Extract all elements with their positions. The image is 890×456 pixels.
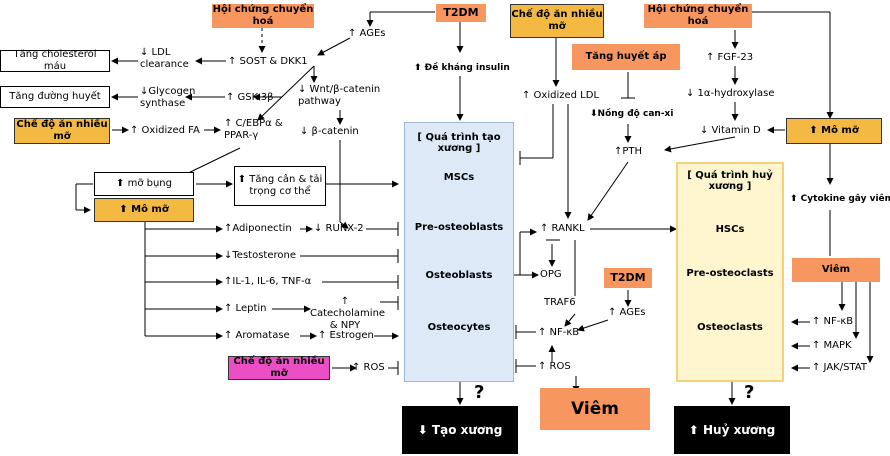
opg-label: OPG — [540, 269, 562, 280]
bone-resorption-outcome-box: ⬆ Huỷ xương — [674, 406, 790, 454]
t2dm-top-box: T2DM — [436, 4, 486, 22]
oxidized-ldl-label: ↑ Oxidized LDL — [522, 90, 600, 101]
step-mscs: MSCs — [443, 172, 475, 183]
runx2-label: ↓ RUNX-2 — [314, 223, 364, 234]
weight-gain-box: ⬆ Tăng cân & tải trọng cơ thể — [234, 166, 326, 206]
bone-formation-title: [ Quá trình tạo xương ] — [417, 132, 501, 154]
bone-resorption-title: [ Quá trình huỷ xương ] — [687, 170, 773, 192]
ros-left-label: ↑ ROS — [352, 362, 385, 373]
step-osteocytes: Osteocytes — [427, 322, 491, 333]
question-mark-left: ? — [474, 382, 485, 403]
interleukin-label: ↑IL-1, IL-6, TNF-α — [224, 276, 312, 287]
ages-top-label: ↑ AGEs — [348, 28, 386, 39]
traf6-label: TRAF6 — [544, 297, 576, 308]
cebp-pparg-label: ↑ C/EBPα & PPAR-γ — [224, 118, 283, 141]
nfkb-mid-label: ↑ NF-κB — [538, 327, 580, 338]
t2dm-mid-box: T2DM — [604, 268, 652, 288]
fgf23-label: ↑ FGF-23 — [706, 52, 754, 63]
insulin-resistance-label: ⬆ Đề kháng insulin — [414, 63, 510, 73]
pth-label: ↑PTH — [614, 146, 643, 157]
question-mark-right: ? — [744, 382, 755, 403]
adipose-tissue-left-box: ⬆ Mô mỡ — [94, 198, 194, 222]
metabolic-syndrome-left-box: Hội chứng chuyển hoá — [212, 4, 314, 28]
vitamin-d-label: ↓ Vitamin D — [700, 125, 761, 136]
inflammation-big-box: Viêm — [540, 388, 650, 430]
bone-formation-outcome-box: ⬇ Tạo xương — [402, 406, 518, 454]
ldl-clearance-label: ↓ LDL clearance — [140, 47, 189, 70]
bone-resorption-panel — [676, 162, 784, 382]
step-pre-osteoblasts: Pre-osteoblasts — [414, 222, 504, 233]
nfkb-right-label: ↑ NF-κB — [812, 316, 854, 327]
high-fat-diet-ros-box: Chế độ ăn nhiều mỡ — [228, 356, 330, 380]
aromatase-label: ↑ Aromatase — [224, 330, 290, 341]
low-calcium-label: ⬇Nồng độ can-xi — [590, 109, 674, 119]
glycogen-synthase-label: ↓Glycogen synthase — [140, 86, 196, 109]
hydroxylase-label: ↓ 1α-hydroxylase — [686, 88, 775, 99]
high-blood-sugar-box: Tăng đường huyết — [0, 86, 110, 108]
oxidized-fa-label: ↑ Oxidized FA — [130, 125, 200, 136]
sost-dkk1-label: ↑ SOST & DKK1 — [228, 56, 308, 67]
step-hscs: HSCs — [715, 224, 745, 235]
ages-mid-label: ↑ AGEs — [608, 307, 646, 318]
testosterone-label: ↓Testosterone — [224, 250, 296, 261]
inflammation-right-box: Viêm — [792, 258, 880, 282]
rankl-label: ↑ RANKL — [540, 223, 585, 234]
wnt-pathway-label: ↓ Wnt/β-catenin pathway — [298, 84, 381, 107]
step-osteoclasts: Osteoclasts — [697, 322, 763, 333]
gsk3b-label: ↑ GSK-3β — [226, 92, 274, 103]
adiponectin-label: ↑Adiponectin — [224, 223, 292, 234]
ros-mid-label: ↑ ROS — [538, 361, 571, 372]
hypertension-box: Tăng huyết áp — [572, 44, 680, 70]
catecholamine-label: ↑ Catecholamine & NPY — [310, 296, 386, 331]
belly-fat-box: ⬆ mỡ bụng — [94, 172, 194, 196]
beta-catenin-label: ↓ β-catenin — [300, 126, 359, 137]
adipose-tissue-right-box: ⬆ Mô mỡ — [786, 118, 882, 144]
high-cholesterol-box: Tăng cholesterol máu — [0, 49, 110, 72]
high-fat-diet-left-box: Chế độ ăn nhiều mỡ — [14, 118, 110, 144]
step-pre-osteoclasts: Pre-osteoclasts — [686, 268, 774, 279]
high-fat-diet-top-box: Chế độ ăn nhiều mỡ — [510, 4, 604, 38]
step-osteoblasts: Osteoblasts — [425, 270, 493, 281]
leptin-label: ↑ Leptin — [224, 303, 267, 314]
jak-stat-label: ↑ JAK/STAT — [812, 362, 867, 373]
mapk-label: ↑ MAPK — [812, 340, 852, 351]
bone-formation-panel — [404, 122, 514, 382]
estrogen-label: ↑ Estrogen — [318, 330, 374, 341]
metabolic-syndrome-right-box: Hội chứng chuyển hoá — [644, 4, 752, 28]
cytokine-label: ⬆ Cytokine gây viêm — [790, 194, 890, 204]
